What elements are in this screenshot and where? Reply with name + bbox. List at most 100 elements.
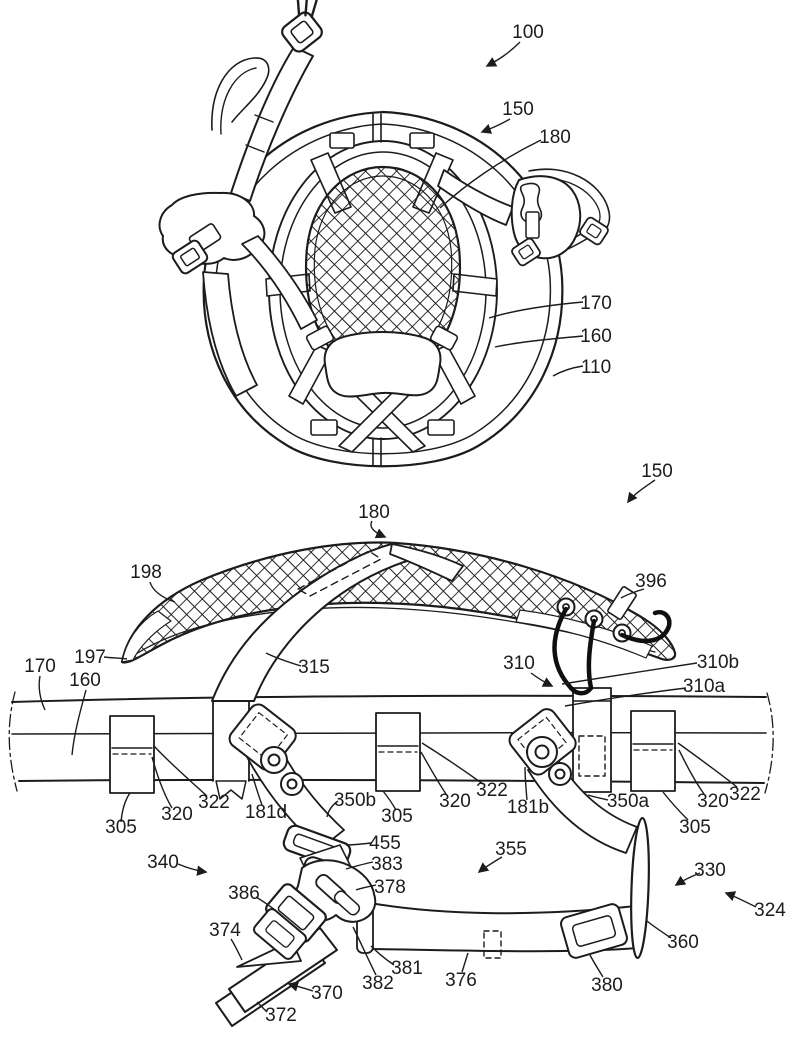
leader-160 — [71, 689, 87, 756]
front-strap-315 — [211, 543, 464, 702]
leader-315 — [265, 652, 302, 667]
leader-350b — [326, 800, 339, 818]
hidden-keeper — [483, 930, 502, 959]
band-clip-center — [375, 712, 421, 792]
ref-label-305: 305 — [105, 817, 137, 838]
figure-2-headband-detail: 150180198396197170160315310310b310a30532… — [8, 461, 786, 1027]
ref-label-160: 160 — [69, 670, 101, 691]
ref-label-340: 340 — [147, 852, 179, 873]
band-clip-left — [109, 715, 155, 794]
leader-170 — [488, 301, 584, 319]
ref-label-310a: 310a — [683, 676, 726, 697]
leader-160 — [494, 335, 584, 348]
ref-label-378: 378 — [374, 877, 406, 898]
ref-label-181b: 181b — [507, 797, 549, 818]
leader-170 — [38, 675, 46, 711]
elastic-cord — [552, 606, 672, 696]
leader-376 — [461, 952, 469, 973]
leader-100 — [485, 41, 521, 67]
band-clip-right — [630, 710, 676, 792]
ref-label-305: 305 — [381, 806, 413, 827]
leader-320-center — [420, 751, 447, 795]
ref-label-322: 322 — [729, 784, 761, 805]
strap-junction-assembly — [215, 824, 377, 1027]
leader-382 — [352, 926, 377, 976]
leader-324 — [724, 891, 757, 908]
leader-198 — [149, 581, 176, 603]
latch-capsule — [333, 890, 361, 916]
ref-label-170: 170 — [580, 293, 612, 314]
ref-label-160: 160 — [580, 326, 612, 347]
ref-label-355: 355 — [495, 839, 527, 860]
section-break-right — [764, 692, 774, 794]
left-rivet-plate-assembly — [228, 703, 345, 850]
left-chin-strap-assembly — [158, 0, 323, 397]
leader-305-right — [662, 791, 689, 821]
ref-label-197: 197 — [74, 647, 106, 668]
ref-label-150: 150 — [502, 99, 534, 120]
leader-150 — [627, 479, 656, 504]
ref-label-170: 170 — [24, 656, 56, 677]
leader-381 — [370, 945, 395, 966]
section-break-left — [8, 691, 18, 792]
leader-310 — [530, 672, 554, 687]
chin-strap-370 — [228, 927, 338, 1013]
leader-180 — [439, 139, 542, 209]
leader-322-left — [153, 745, 208, 797]
ref-label-320: 320 — [161, 804, 193, 825]
leader-180 — [370, 520, 387, 539]
anchor-tab-396 — [607, 586, 637, 620]
ref-label-370: 370 — [311, 983, 343, 1004]
ref-label-455: 455 — [369, 833, 401, 854]
ref-label-386: 386 — [228, 883, 260, 904]
chin-strap-top-buckle — [281, 0, 323, 53]
ref-label-180: 180 — [539, 127, 571, 148]
leader-383 — [345, 861, 374, 870]
ref-label-310b: 310b — [697, 652, 739, 673]
ref-label-305: 305 — [679, 817, 711, 838]
headband-tabs — [310, 132, 455, 436]
leader-455 — [345, 842, 372, 846]
ref-label-320: 320 — [439, 791, 471, 812]
right-loop-buckle — [579, 216, 609, 246]
ref-label-315: 315 — [298, 657, 330, 678]
ref-label-396: 396 — [635, 571, 667, 592]
leader-374 — [230, 938, 243, 961]
leader-322-right — [677, 742, 738, 788]
ref-label-350b: 350b — [334, 790, 376, 811]
ref-label-372: 372 — [265, 1005, 297, 1026]
buckle-prongs — [296, 0, 318, 19]
brow-pad — [323, 331, 442, 398]
ref-label-150: 150 — [641, 461, 673, 482]
buckle-frame — [253, 908, 307, 960]
leader-320-left — [151, 756, 173, 809]
hidden-strap-stitch — [297, 550, 382, 597]
leader-396 — [620, 588, 645, 599]
mesh-clip-right — [429, 325, 459, 351]
leader-330 — [674, 872, 701, 886]
ref-label-376: 376 — [445, 970, 477, 991]
leader-370 — [287, 981, 314, 992]
ref-label-100: 100 — [512, 22, 544, 43]
right-adjuster-assembly — [437, 168, 611, 267]
leader-310b — [561, 662, 698, 685]
ref-label-383: 383 — [371, 854, 403, 875]
right-rivet-plate-assembly — [508, 708, 638, 854]
ref-label-374: 374 — [209, 920, 241, 941]
leader-305-center — [382, 790, 397, 811]
leader-340 — [177, 863, 208, 876]
leader-181b — [524, 766, 528, 801]
mesh-clip-left — [305, 325, 335, 351]
nape-strap-376 — [356, 899, 639, 959]
ref-label-330: 330 — [694, 860, 726, 881]
fig1-leader-lines — [439, 41, 584, 377]
ref-label-181d: 181d — [245, 802, 287, 823]
leader-181d — [251, 773, 263, 806]
pad-left-tip — [121, 610, 172, 663]
chin-strap — [230, 46, 314, 202]
rear-pad-360 — [630, 816, 650, 960]
